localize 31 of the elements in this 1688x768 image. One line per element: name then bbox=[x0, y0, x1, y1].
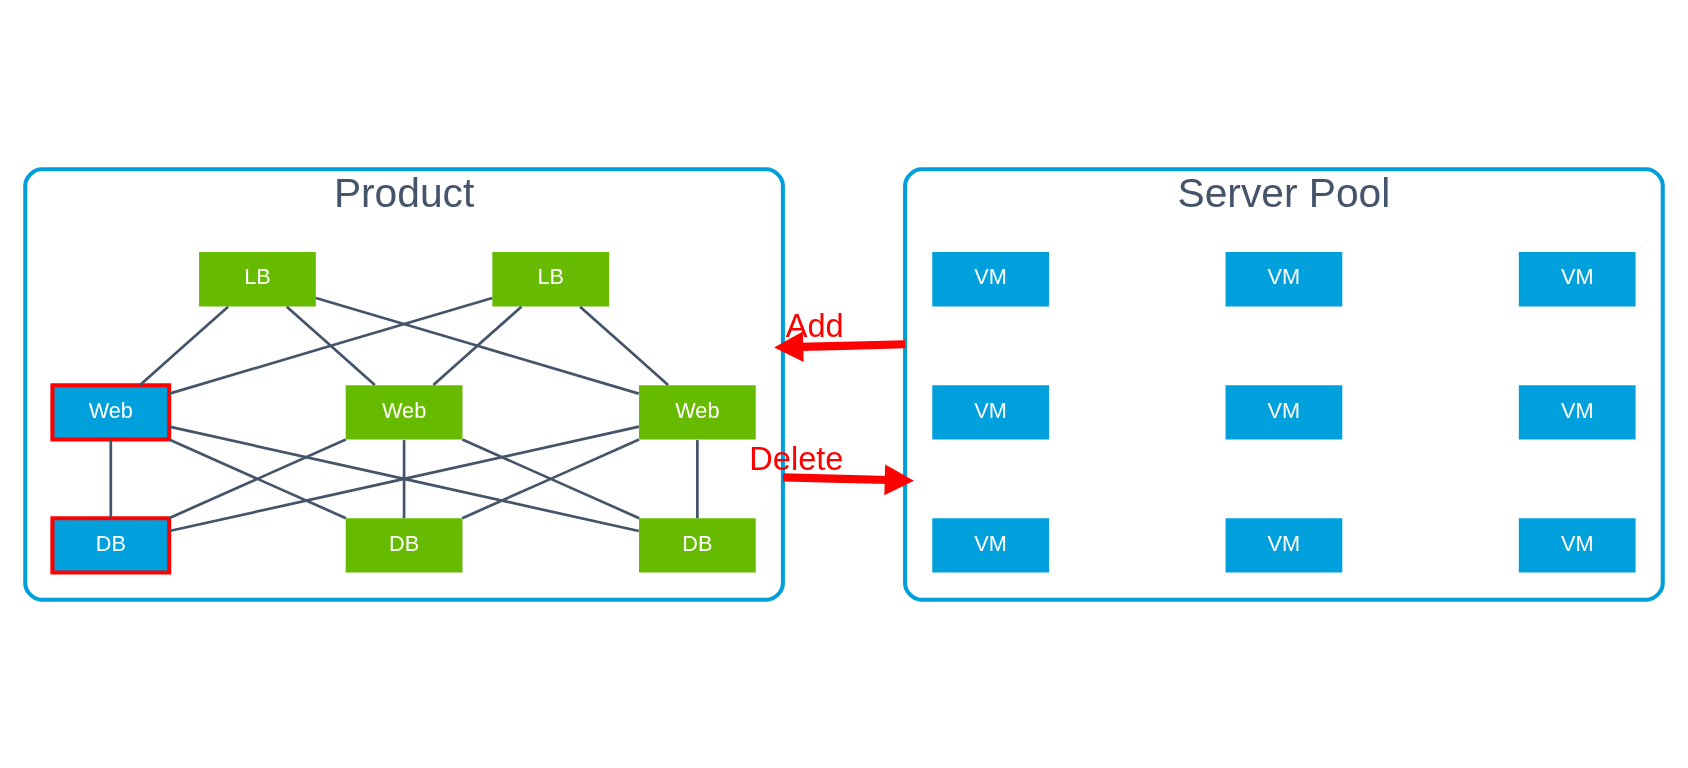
connector bbox=[315, 296, 640, 395]
node-box: VM bbox=[932, 384, 1049, 439]
connector bbox=[169, 296, 493, 395]
arrow bbox=[774, 331, 906, 362]
connector bbox=[579, 305, 669, 386]
connector bbox=[696, 439, 699, 518]
node-box: VM bbox=[1518, 251, 1636, 306]
connector bbox=[139, 305, 229, 386]
node-box: VM bbox=[1225, 251, 1343, 306]
node-box: DB bbox=[639, 517, 756, 573]
node-box: LB bbox=[492, 251, 610, 306]
connector bbox=[168, 437, 347, 519]
node-box: VM bbox=[1225, 517, 1343, 573]
edge-label: Add bbox=[785, 307, 844, 344]
node-box: VM bbox=[932, 517, 1049, 573]
connector bbox=[285, 305, 376, 386]
node-box: VM bbox=[1518, 517, 1636, 573]
node-box: DB bbox=[345, 517, 463, 573]
connector bbox=[402, 439, 406, 518]
node-box: Web bbox=[50, 382, 172, 442]
arrow bbox=[782, 464, 914, 495]
node-box: VM bbox=[1225, 384, 1343, 439]
connector bbox=[461, 437, 640, 519]
node-box: LB bbox=[199, 251, 316, 306]
node-box: Web bbox=[345, 384, 463, 439]
node-box: VM bbox=[1518, 384, 1636, 439]
connector bbox=[109, 439, 113, 518]
node-box: Web bbox=[639, 384, 756, 439]
node-box: DB bbox=[50, 515, 172, 575]
node-box: VM bbox=[932, 251, 1049, 306]
connector bbox=[432, 305, 523, 386]
